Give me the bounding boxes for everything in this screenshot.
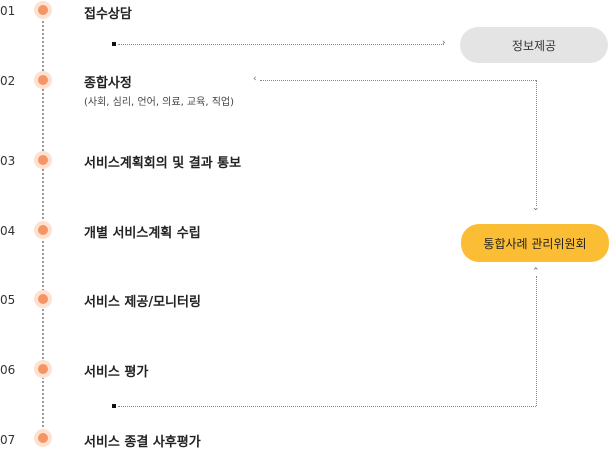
step-number: 03 — [0, 154, 16, 168]
arrow-up-icon: ⌃ — [532, 267, 540, 277]
connector-start-square — [112, 42, 116, 46]
step-title: 서비스 평가 — [84, 365, 149, 380]
step-number: 01 — [0, 4, 16, 18]
step-dot — [38, 433, 48, 443]
step-number: 07 — [0, 433, 16, 447]
case-committee-label: 통합사례 관리위원회 — [483, 236, 587, 251]
step-number: 06 — [0, 363, 16, 377]
step-dot — [38, 75, 48, 85]
case-committee-box: 통합사례 관리위원회 — [461, 224, 609, 262]
arrow-left-icon: ‹ — [253, 74, 257, 84]
step-title: 서비스 제공/모니터링 — [84, 295, 201, 310]
step-dot — [38, 364, 48, 374]
step-title: 서비스계획회의 및 결과 통보 — [84, 156, 242, 171]
step-title: 접수상담 — [84, 7, 132, 22]
step-number: 02 — [0, 74, 16, 88]
arrow-right-icon: › — [442, 38, 446, 48]
step-dot — [38, 155, 48, 165]
step-dot — [38, 294, 48, 304]
step-number: 04 — [0, 224, 16, 238]
connector-line — [536, 80, 537, 206]
step-subtitle: (사회, 심리, 언어, 의료, 교육, 직업) — [84, 97, 234, 108]
arrow-down-icon: ⌄ — [532, 203, 540, 213]
step-dot — [38, 5, 48, 15]
connector-start-square — [112, 404, 116, 408]
connector-line — [260, 80, 536, 81]
step-number: 05 — [0, 293, 16, 307]
info-provision-label: 정보제공 — [511, 38, 557, 53]
step-dot — [38, 225, 48, 235]
connector-line — [118, 44, 444, 45]
connector-line — [536, 276, 537, 406]
info-provision-box: 정보제공 — [460, 27, 608, 63]
connector-line — [118, 406, 536, 407]
step-title: 개별 서비스계획 수립 — [84, 226, 201, 241]
step-title: 서비스 종결 사후평가 — [84, 435, 201, 450]
step-title: 종합사정 — [84, 76, 132, 91]
